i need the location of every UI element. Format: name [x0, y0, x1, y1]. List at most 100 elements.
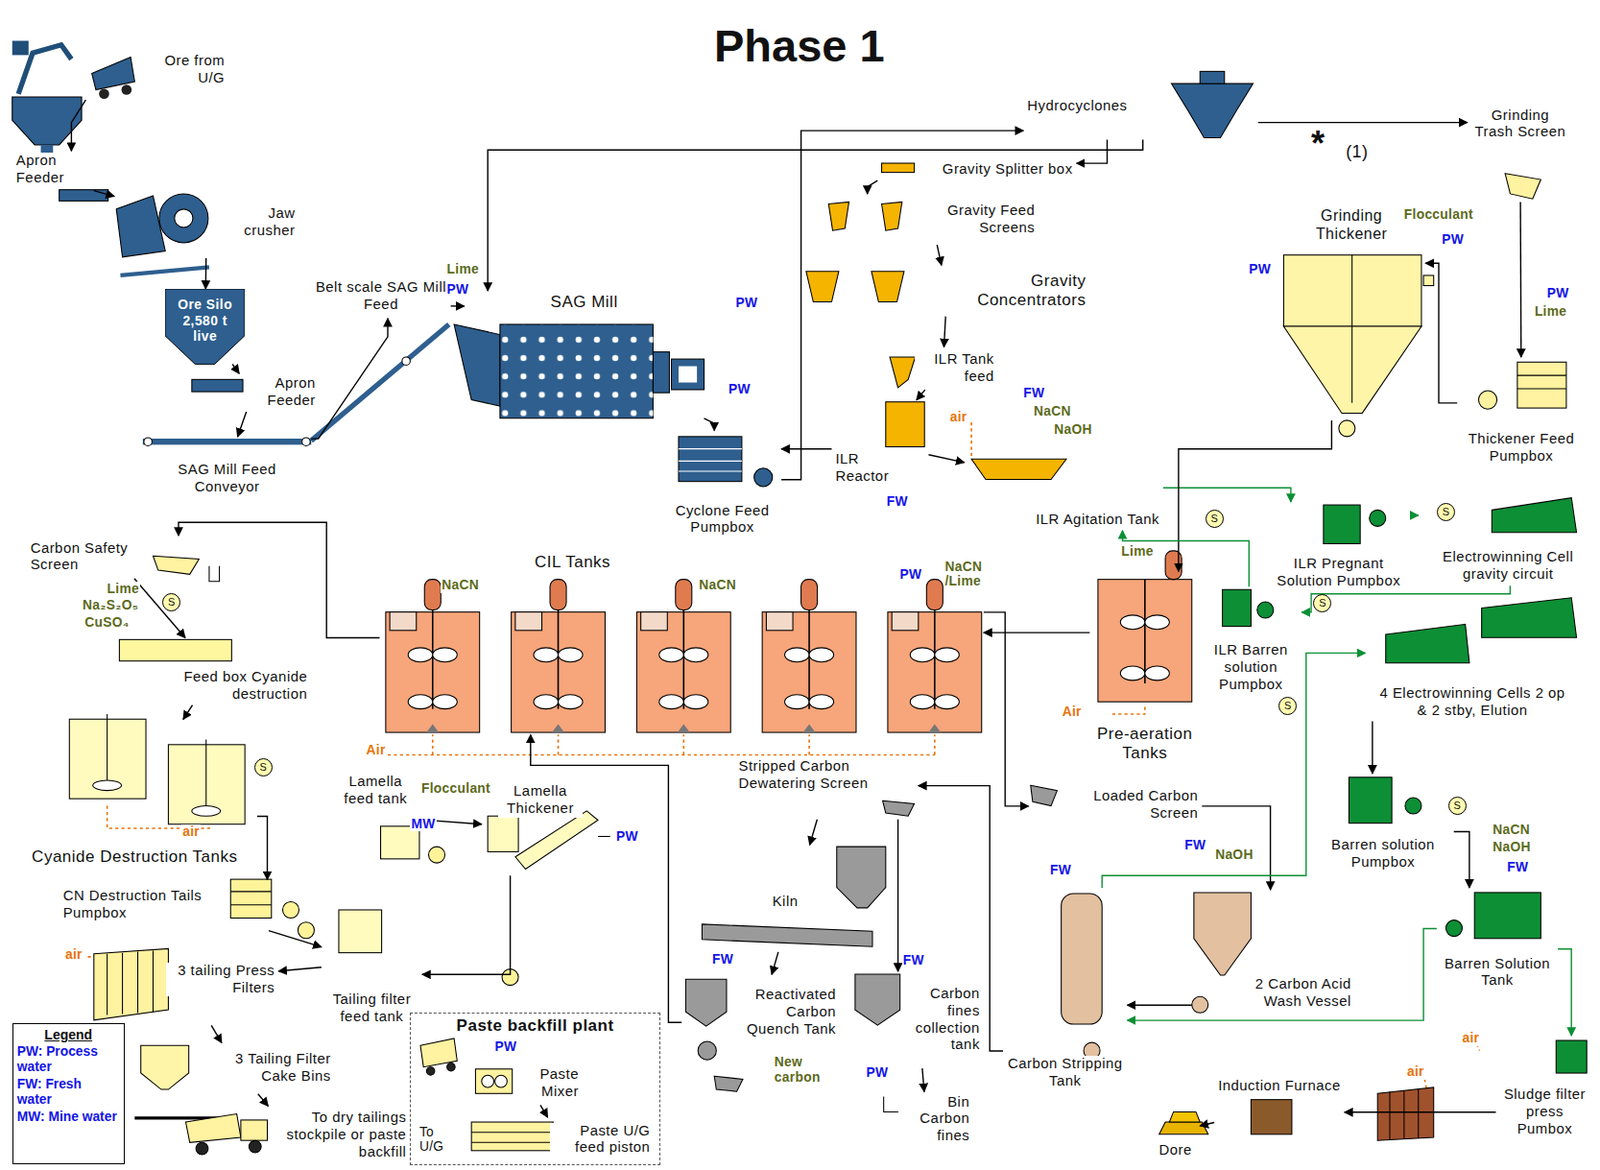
jaw-crusher: [119, 266, 209, 276]
belt-conveyor: [310, 324, 450, 441]
carbon-regeneration: [855, 974, 901, 1026]
equipment-label: 2 Carbon Acid Wash Vessel: [1222, 976, 1354, 1011]
annotation-label: air: [181, 824, 201, 840]
equipment-node: Lamella feed tank: [328, 771, 423, 862]
lamella-thickener: [487, 815, 519, 852]
carbon-regeneration: [701, 924, 873, 947]
slurry-line: [232, 364, 239, 375]
gold-room: [1250, 1099, 1292, 1135]
sampler-letter: S: [1442, 506, 1450, 518]
equipment-label: Kiln: [770, 893, 801, 911]
equipment-label: Induction Furnace: [1216, 1077, 1343, 1096]
gold-room: [1388, 1091, 1390, 1140]
slurry-line: [278, 967, 322, 972]
gravity-equipment: [806, 163, 1067, 479]
equipment-node: Reactivated Carbon Quench Tank: [681, 974, 840, 1051]
equipment-label: Carbon Stripping Tank: [1004, 1055, 1125, 1091]
solution-equipment: [1474, 892, 1541, 939]
solution-equipment: [1385, 623, 1470, 663]
slurry-line: [1127, 1003, 1193, 1005]
equipment-node: Feed box Cyanide destruction: [117, 637, 311, 705]
equipment-label: Belt scale SAG Mill Feed: [312, 279, 449, 314]
legend-title: Legend: [17, 1026, 120, 1043]
equipment-label: Apron Feeder: [14, 152, 78, 188]
elution-vessels: [1192, 996, 1209, 1013]
solution-equipment: [1405, 797, 1422, 814]
belt-conveyor: [302, 437, 311, 447]
haul-truck: [121, 84, 133, 96]
sag-mill: [500, 324, 653, 419]
equipment-label: SAG Mill: [549, 292, 621, 312]
equipment-node: ILR Barren solution Pumpbox: [1199, 586, 1302, 696]
equipment-node: ILR Reactor: [831, 400, 929, 488]
equipment-label: Lamella feed tank: [334, 773, 418, 809]
equipment-label: Cyanide Destruction Tanks: [29, 847, 239, 867]
annotation-label: Air: [365, 742, 387, 759]
lamella-thickener: [597, 835, 611, 837]
sampler-letter: S: [1210, 513, 1218, 525]
cyanide-destruction-equipment: [230, 879, 272, 918]
tailing-filtration: [195, 1142, 209, 1155]
equipment-label: Gravity Splitter box: [940, 161, 1075, 179]
annotation-label: NaCN: [697, 577, 738, 594]
grinding-thickener: [1338, 420, 1356, 437]
equipment-label: Barren solution Pumpbox: [1313, 836, 1453, 872]
equipment-node: Gravity Splitter box: [877, 158, 1076, 181]
equipment-label: Dore: [1157, 1142, 1195, 1160]
equipment-node: Induction Furnace: [1214, 1075, 1345, 1140]
annotation-label: Air: [1061, 704, 1083, 720]
annotation-label: PW: [1546, 286, 1571, 302]
grinding-thickener: [1283, 173, 1566, 437]
paste-plant-equipment: [447, 1062, 456, 1072]
equipment-label: Ore from U/G: [144, 52, 227, 88]
solution-equipment: [1222, 498, 1588, 1074]
equipment-label: Hydrocyclones: [1025, 97, 1129, 116]
gravity-equipment: [871, 271, 905, 303]
cil-tank-train: [385, 579, 480, 733]
carbon-regeneration: [697, 1041, 717, 1060]
equipment-label: 4 Electrowinning Cells 2 op & 2 stby, El…: [1372, 685, 1572, 720]
slurry-line: [257, 816, 268, 881]
equipment-node: Stripped Carbon Dewatering Screen: [734, 756, 918, 820]
annotation-label: PW: [494, 1039, 519, 1055]
annotation-label: Na₂S₂O₅: [81, 597, 140, 614]
equipment-label: Bin Carbon fines: [898, 1094, 973, 1147]
paste-plant-equipment: [481, 1074, 495, 1088]
annotation-label: To U/G: [418, 1124, 455, 1156]
solution-equipment: [1491, 498, 1577, 533]
equipment-node: 3 tailing Press Filters: [90, 933, 280, 1027]
equipment-label: Reactivated Carbon Quench Tank: [727, 986, 838, 1039]
equipment-label: ILR Tank feed: [914, 351, 997, 386]
legend-text: MW: Mine water: [17, 1109, 118, 1124]
cil-tank-train: [511, 579, 606, 733]
equipment-node: Dore: [1150, 1101, 1200, 1162]
equipment-node: Pre-aeration Tanks: [1089, 571, 1200, 765]
equipment-label: Paste U/G feed piston: [549, 1122, 652, 1158]
annotation-label: NaCN: [1032, 404, 1073, 420]
annotation-label: Lime: [1533, 304, 1568, 320]
grinding-thickener: [1517, 387, 1567, 389]
sampler-circle: S: [1436, 502, 1456, 522]
solution-line: [1163, 487, 1291, 502]
equipment-node: Loaded Carbon Screen: [1028, 781, 1203, 829]
gold-room: [1159, 1087, 1434, 1141]
legend-box: LegendPW: Process waterFW: Fresh waterMW…: [12, 1023, 125, 1165]
grinding-thickener: [1423, 275, 1434, 287]
slurry-line: [1199, 1122, 1215, 1127]
equipment-node: Grinding Trash Screen: [1467, 105, 1574, 203]
annotation-label: New carbon: [773, 1054, 839, 1086]
annotation-label: Flocculant: [1403, 207, 1475, 223]
sampler-circle: S: [1278, 696, 1297, 716]
equipment-label: To dry tailings stockpile or paste backf…: [275, 1109, 408, 1162]
air-line: [1112, 703, 1146, 715]
equipment-label: Sludge filter press Pumbox: [1498, 1086, 1593, 1139]
tailing-filtration: [137, 952, 139, 1014]
carbon-regeneration: [685, 979, 727, 1027]
solution-equipment: [1348, 777, 1392, 824]
belt-conveyor: [143, 438, 311, 445]
sampler-letter: S: [260, 762, 267, 773]
sampler-letter: S: [167, 597, 175, 608]
annotation-label: PW: [727, 382, 752, 398]
paste-plant-equipment: [471, 1131, 553, 1133]
annotation-label: FW: [885, 494, 909, 510]
